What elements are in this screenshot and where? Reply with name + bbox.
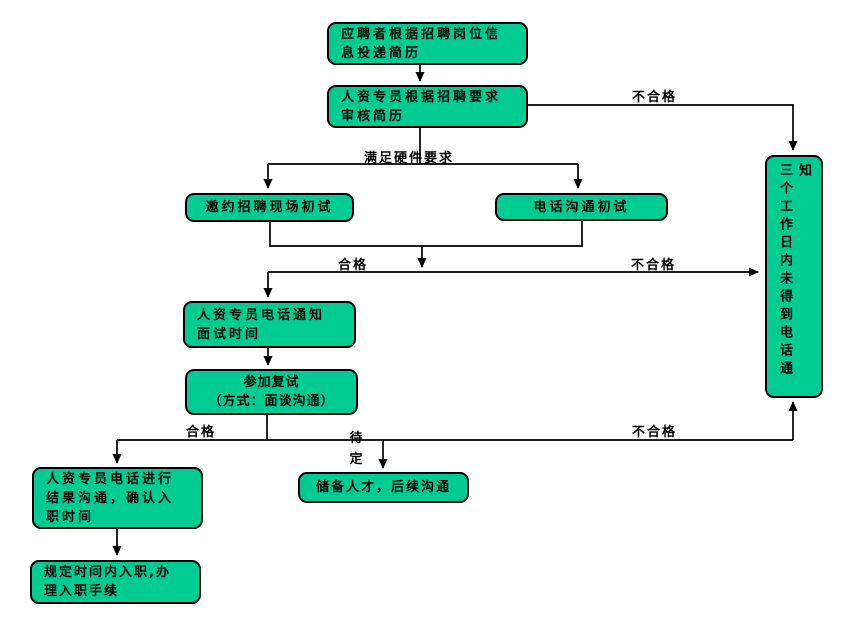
node-text: 邀约招聘现场初试 [205, 200, 334, 215]
node-phone-first-interview: 电话沟通初试 [495, 193, 668, 221]
node-onsite-first-interview: 邀约招聘现场初试 [185, 193, 354, 222]
node-second-interview: 参加复试 （方式：面谈沟通） [185, 369, 358, 415]
node-review-resume: 人资专员根据招聘要求 审核简历 [327, 85, 528, 128]
node-text: 人资专员根据招聘要求 [341, 89, 502, 105]
node-result-communication: 人资专员电话进行 结果沟通，确认入 职时间 [32, 467, 203, 529]
node-text: 面试时间 [197, 326, 262, 342]
node-talent-pool: 储备人才，后续沟通 [298, 472, 469, 503]
node-text: 参加复试 [243, 375, 300, 390]
node-notify-interview-time: 人资专员电话通知 面试时间 [183, 301, 356, 348]
node-submit-resume: 应聘者根据招聘岗位信 息投递简历 [327, 22, 528, 65]
label-unqualified-mid: 不合格 [631, 258, 677, 273]
node-text: 规定时间内入职,办 [44, 565, 171, 580]
edge-review-nocall [527, 104, 798, 151]
node-text: 理入职手续 [44, 584, 120, 599]
node-text: （方式：面谈沟通） [208, 394, 335, 409]
edge-onsite-merge [269, 221, 422, 247]
label-qualified-bottom: 合格 [186, 425, 217, 440]
node-text: 人资专员电话通知 [197, 307, 326, 323]
node-text: 储备人才，后续沟通 [315, 480, 451, 495]
label-pending: 待定 [349, 431, 363, 467]
node-text: 人资专员电话进行 [46, 471, 175, 487]
edge-phone-merge [422, 220, 583, 247]
label-unqualified-bottom: 不合格 [632, 425, 678, 440]
node-text: 审核简历 [341, 108, 406, 124]
label-qualified-mid: 合格 [338, 258, 369, 273]
node-text: 结果沟通，确认入 [46, 490, 175, 506]
node-onboarding: 规定时间内入职,办 理入职手续 [30, 560, 201, 604]
node-text: 应聘者根据招聘岗位信 [341, 26, 502, 42]
node-text: 电话沟通初试 [533, 199, 630, 215]
label-unqualified-top: 不合格 [632, 90, 678, 105]
node-text: 息投递简历 [341, 45, 422, 61]
node-text: 职时间 [46, 509, 95, 525]
node-no-call-three-days: 三个工作日内未得到电话通知 [765, 155, 823, 398]
node-text: 三个工作日内未得到电话通知 [777, 163, 811, 379]
label-meets-hardware: 满足硬件要求 [364, 151, 455, 166]
